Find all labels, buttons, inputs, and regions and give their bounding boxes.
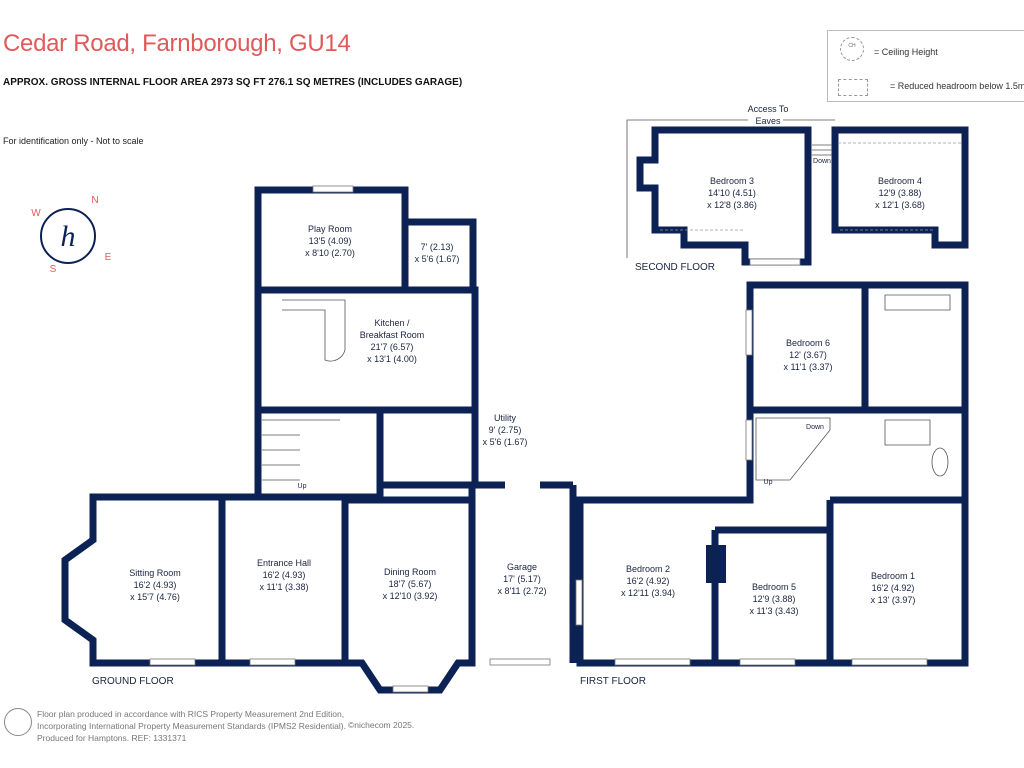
room-bedroom-4-text: Bedroom 4 [878, 176, 922, 186]
disclaimer: For identification only - Not to scale [3, 136, 144, 146]
room-sitting-room: Sitting Room 16'2 (4.93) x 15'7 (4.76) [129, 568, 181, 602]
legend: CH = Ceiling Height = Reduced headroom b… [827, 30, 1024, 102]
room-dining-room-text: 18'7 (5.67) [389, 579, 432, 589]
room-utility: Utility 9' (2.75) x 5'6 (1.67) [483, 413, 528, 447]
room-bedroom-6: Bedroom 6 12' (3.67) x 11'1 (3.37) [783, 338, 832, 372]
room-sitting-room-text: Sitting Room [129, 568, 181, 578]
room-bedroom-3-text: 14'10 (4.51) [708, 188, 756, 198]
copyright: ©nichecom 2025. [348, 720, 415, 730]
first-floor-label: FIRST FLOOR [580, 676, 646, 687]
reduced-headroom-label: = Reduced headroom below 1.5m [890, 81, 1024, 91]
room-sitting-room-text: x 15'7 (4.76) [130, 592, 180, 602]
room-bedroom-6-text: 12' (3.67) [789, 350, 827, 360]
compass-south: S [50, 264, 57, 275]
first-stairs-down: Down [806, 424, 824, 431]
room-bedroom-2-text: 16'2 (4.92) [627, 576, 670, 586]
footer-line-3: Produced for Hamptons. REF: 1331371 [37, 733, 187, 743]
access-to-eaves: Access To [748, 104, 789, 114]
room-bedroom-4: Bedroom 4 12'9 (3.88) x 12'1 (3.68) [875, 176, 925, 210]
room-bedroom-2-text: Bedroom 2 [626, 564, 670, 574]
room-bedroom-1-text: 16'2 (4.92) [872, 583, 915, 593]
room-play-room: Play Room 13'5 (4.09) x 8'10 (2.70) [305, 224, 355, 258]
property-title: Cedar Road, Farnborough, GU14 [3, 30, 351, 57]
first-stairs-up: Up [764, 479, 773, 486]
room-entrance-hall-text: 16'2 (4.93) [263, 570, 306, 580]
room-bedroom-1-text: Bedroom 1 [871, 571, 915, 581]
room-utility-text: 9' (2.75) [489, 425, 522, 435]
room-entrance-hall-text: x 11'1 (3.38) [259, 582, 308, 592]
room-play-room-text: Play Room [308, 224, 352, 234]
room-bedroom-1-text: x 13' (3.97) [871, 595, 916, 605]
room-utility-text: x 5'6 (1.67) [483, 437, 528, 447]
room-bedroom-5-text: 12'9 (3.88) [753, 594, 796, 604]
room-dining-room-text: x 12'10 (3.92) [383, 591, 438, 601]
room-bedroom-1: Bedroom 1 16'2 (4.92) x 13' (3.97) [871, 571, 916, 605]
person-icon [4, 708, 32, 736]
room-store-text: 7' (2.13) [421, 242, 454, 252]
room-garage-text: Garage [507, 562, 537, 572]
room-kitchen-text: Breakfast Room [360, 330, 425, 340]
room-bedroom-3: Bedroom 3 14'10 (4.51) x 12'8 (3.86) [707, 176, 757, 210]
room-entrance-hall-text: Entrance Hall [257, 558, 311, 568]
footer-line-2: Incorporating International Property Mea… [37, 721, 346, 731]
first-floor-plan [575, 281, 969, 667]
ceiling-height-label: = Ceiling Height [874, 47, 938, 57]
room-play-room-text: x 8'10 (2.70) [305, 248, 355, 258]
room-entrance-hall: Entrance Hall 16'2 (4.93) x 11'1 (3.38) [257, 558, 311, 592]
room-bedroom-6-text: x 11'1 (3.37) [783, 362, 832, 372]
second-floor-label: SECOND FLOOR [635, 262, 715, 273]
room-garage-text: x 8'11 (2.72) [497, 586, 546, 596]
compass-west: W [31, 208, 41, 219]
room-bedroom-2-text: x 12'11 (3.94) [621, 588, 675, 598]
ground-floor-plan [61, 185, 577, 694]
room-bedroom-6-text: Bedroom 6 [786, 338, 830, 348]
second-floor-plan [626, 119, 969, 266]
ceiling-height-symbol: CH [840, 37, 864, 61]
second-stairs-down: Down [813, 158, 831, 165]
room-kitchen-text: x 13'1 (4.00) [367, 354, 417, 364]
compass-east: E [105, 252, 112, 263]
footer-notes: Floor plan produced in accordance with R… [37, 708, 346, 744]
footer-line-1: Floor plan produced in accordance with R… [37, 709, 345, 719]
room-kitchen-text: Kitchen / [374, 318, 410, 328]
room-play-room-text: 13'5 (4.09) [309, 236, 352, 246]
room-kitchen-text: 21'7 (6.57) [371, 342, 414, 352]
room-garage: Garage 17' (5.17) x 8'11 (2.72) [497, 562, 546, 596]
room-sitting-room-text: 16'2 (4.93) [134, 580, 177, 590]
room-dining-room-text: Dining Room [384, 567, 436, 577]
compass-north: N [91, 195, 98, 206]
room-garage-text: 17' (5.17) [503, 574, 541, 584]
reduced-headroom-symbol [838, 79, 868, 96]
room-store: 7' (2.13) x 5'6 (1.67) [415, 242, 460, 264]
compass-logo-text: h [61, 220, 76, 253]
ground-floor-label: GROUND FLOOR [92, 676, 174, 687]
access-to-eaves-2: Eaves [755, 116, 781, 126]
room-utility-text: Utility [494, 413, 516, 423]
ground-stairs-up: Up [298, 483, 307, 490]
room-store-text: x 5'6 (1.67) [415, 254, 460, 264]
room-bedroom-5-text: Bedroom 5 [752, 582, 796, 592]
room-bedroom-5-text: x 11'3 (3.43) [749, 606, 798, 616]
room-kitchen: Kitchen / Breakfast Room 21'7 (6.57) x 1… [360, 318, 425, 364]
room-bedroom-5: Bedroom 5 12'9 (3.88) x 11'3 (3.43) [749, 582, 798, 616]
room-bedroom-2: Bedroom 2 16'2 (4.92) x 12'11 (3.94) [621, 564, 675, 598]
room-bedroom-3-text: Bedroom 3 [710, 176, 754, 186]
room-bedroom-3-text: x 12'8 (3.86) [707, 200, 757, 210]
room-dining-room: Dining Room 18'7 (5.67) x 12'10 (3.92) [383, 567, 438, 601]
floor-area-summary: APPROX. GROSS INTERNAL FLOOR AREA 2973 S… [3, 77, 463, 88]
compass-logo: h W N S E [31, 195, 111, 275]
room-bedroom-4-text: x 12'1 (3.68) [875, 200, 925, 210]
room-bedroom-4-text: 12'9 (3.88) [879, 188, 922, 198]
